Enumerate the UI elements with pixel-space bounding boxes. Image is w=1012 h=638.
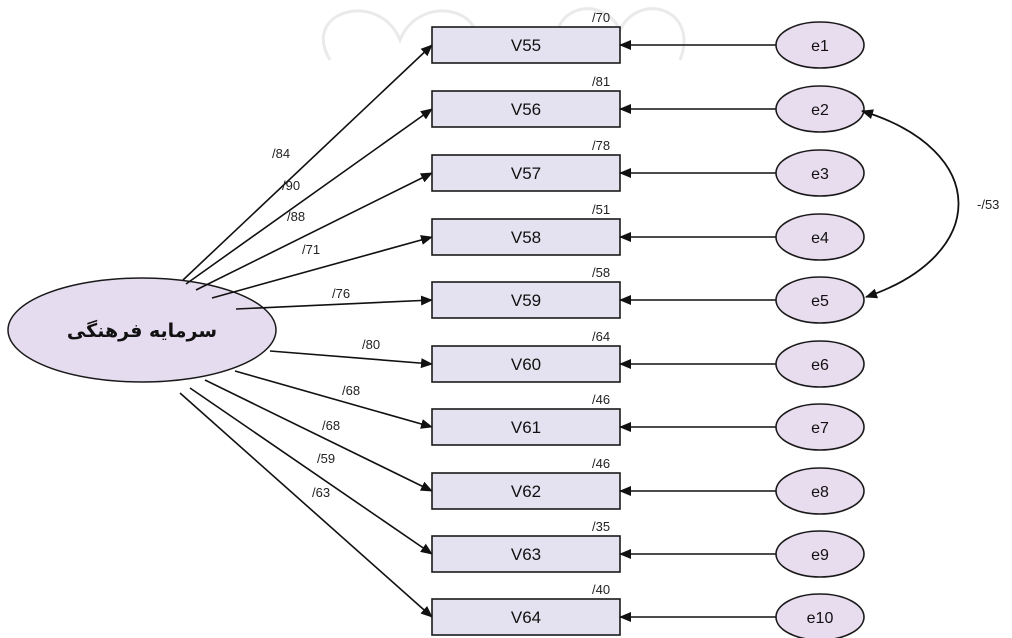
indicator-box-v60 [431, 345, 621, 383]
indicator-box-v58 [431, 218, 621, 256]
error-label-e5: e5 [811, 293, 829, 310]
loading-arrow-v59 [235, 295, 433, 310]
loading-label-v57: /88 [287, 209, 305, 224]
error-label-e6: e6 [811, 357, 829, 374]
error-circle-e2 [775, 85, 865, 133]
loading-arrow-v55 [182, 44, 433, 281]
loading-label-v59: /76 [332, 286, 350, 301]
loading-arrow-v60 [269, 350, 433, 369]
error-circle-e9 [775, 530, 865, 578]
loading-arrow-v58 [211, 235, 433, 299]
loading-arrow-v61 [234, 370, 433, 429]
indicator-label-v57: V57 [511, 164, 541, 183]
r2-label-v55: /70 [592, 10, 610, 25]
indicator-label-v55: V55 [511, 36, 541, 55]
r2-label-v59: /58 [592, 265, 610, 280]
error-label-e10: e10 [807, 610, 834, 627]
indicator-box-v59 [431, 281, 621, 319]
error-circle-e10 [775, 593, 865, 638]
loading-arrow-v62 [204, 379, 433, 492]
error-label-e1: e1 [811, 38, 829, 55]
loading-arrow-v64 [179, 392, 433, 618]
loading-label-v56: /90 [282, 178, 300, 193]
error-circle-e8 [775, 467, 865, 515]
r2-label-v58: /51 [592, 202, 610, 217]
loading-label-v64: /63 [312, 485, 330, 500]
error-circle-e5 [775, 276, 865, 324]
loading-label-v63: /59 [317, 451, 335, 466]
covariance-value: -/53 [977, 197, 999, 212]
latent-ellipse [7, 277, 277, 383]
indicator-label-v59: V59 [511, 291, 541, 310]
error-label-e2: e2 [811, 102, 829, 119]
r2-label-v56: /81 [592, 74, 610, 89]
loading-label-v55: /84 [272, 146, 290, 161]
error-label-e8: e8 [811, 484, 829, 501]
error-label-e9: e9 [811, 547, 829, 564]
indicator-label-v58: V58 [511, 228, 541, 247]
error-circle-e1 [775, 21, 865, 69]
r2-label-v62: /46 [592, 456, 610, 471]
r2-label-v61: /46 [592, 392, 610, 407]
indicator-box-v57 [431, 154, 621, 192]
r2-label-v60: /64 [592, 329, 610, 344]
covariance-arc [861, 109, 960, 299]
r2-label-v64: /40 [592, 582, 610, 597]
indicator-label-v62: V62 [511, 482, 541, 501]
indicator-box-v64 [431, 598, 621, 636]
latent-label: سرمایه فرهنگی [67, 319, 217, 342]
indicator-label-v56: V56 [511, 100, 541, 119]
indicator-box-v56 [431, 90, 621, 128]
error-covariance: -/53 [861, 109, 999, 299]
loading-label-v62: /68 [322, 418, 340, 433]
loading-label-v61: /68 [342, 383, 360, 398]
indicator-label-v63: V63 [511, 545, 541, 564]
indicator-box-v63 [431, 535, 621, 573]
indicator-box-v55 [431, 26, 621, 64]
loading-paths: /84/90/88/71/76/80/68/68/59/63 [179, 44, 433, 618]
error-circle-e6 [775, 340, 865, 388]
loading-arrow-v57 [195, 172, 433, 291]
latent-variable: سرمایه فرهنگی [7, 277, 277, 383]
indicator-label-v61: V61 [511, 418, 541, 437]
r2-label-v57: /78 [592, 138, 610, 153]
error-label-e4: e4 [811, 230, 829, 247]
error-circle-e7 [775, 403, 865, 451]
indicator-box-v62 [431, 472, 621, 510]
error-terms: e1 e2 e3 e4 e5 e6 e7 e8 e9 e10 [619, 21, 865, 638]
indicator-label-v60: V60 [511, 355, 541, 374]
loading-arrow-v56 [185, 108, 433, 285]
indicator-label-v64: V64 [511, 608, 541, 627]
loading-label-v60: /80 [362, 337, 380, 352]
r2-label-v63: /35 [592, 519, 610, 534]
error-label-e3: e3 [811, 166, 829, 183]
loading-arrow-v63 [189, 387, 433, 555]
error-label-e7: e7 [811, 420, 829, 437]
loading-label-v58: /71 [302, 242, 320, 257]
